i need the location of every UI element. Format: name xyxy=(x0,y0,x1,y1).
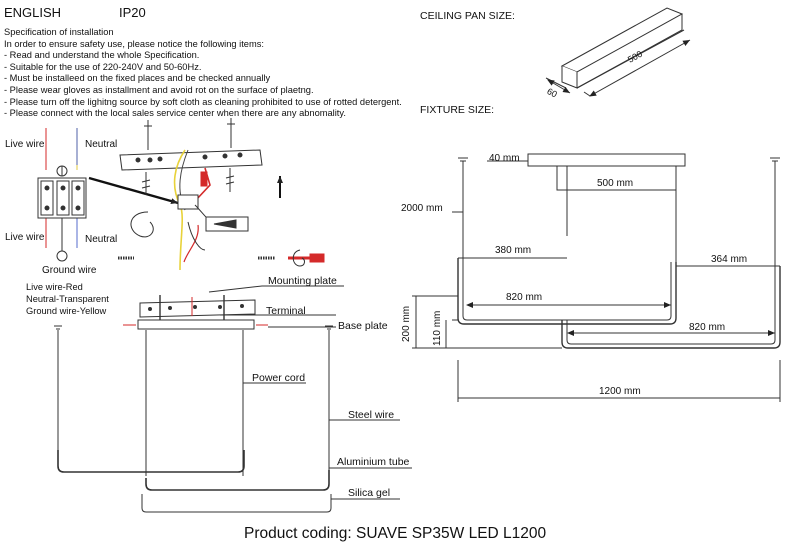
dim-40-label: 40 mm xyxy=(489,153,520,164)
spec-line: In order to ensure safety use, please no… xyxy=(4,38,264,49)
dim-500-label: 500 mm xyxy=(597,178,634,189)
wire-legend-ground: Ground wire-Yellow xyxy=(26,306,107,316)
neutral-label-top: Neutral xyxy=(85,139,118,150)
spec-title: Specification of installation xyxy=(4,27,114,37)
dim-820-lower-label: 820 mm xyxy=(689,322,726,333)
ground-wire-label: Ground wire xyxy=(42,265,97,276)
dim-820-upper-label: 820 mm xyxy=(506,292,543,303)
silica-gel-bracket xyxy=(141,494,332,513)
aluminium-tube-label: Aluminium tube xyxy=(337,456,410,468)
silica-gel-label: Silica gel xyxy=(348,487,391,499)
spec-line: - Read and understand the whole Specific… xyxy=(4,50,200,61)
pointer-arrow xyxy=(88,176,179,205)
pan-length-dim xyxy=(589,39,691,97)
installation-view xyxy=(54,118,412,513)
pan-width-dim xyxy=(547,79,571,94)
dim-364-label: 364 mm xyxy=(711,254,748,265)
fixture-tube-upper xyxy=(457,258,677,325)
fixture-size-title: FIXTURE SIZE: xyxy=(420,104,495,116)
ip-rating-label: IP20 xyxy=(119,5,146,20)
live-wire-label-top: Live wire xyxy=(5,139,45,150)
ceiling-pan-title: CEILING PAN SIZE: xyxy=(420,10,515,22)
dim-110-label: 110 mm xyxy=(432,310,443,346)
base-plate-label: Base plate xyxy=(338,320,388,332)
wiring-diagram xyxy=(37,128,179,262)
fixture-ceiling-plate xyxy=(527,153,686,167)
power-cord-label: Power cord xyxy=(252,372,306,384)
leader-mounting-plate xyxy=(208,285,344,293)
dim-2000-label: 2000 mm xyxy=(401,203,443,214)
neutral-label-bottom: Neutral xyxy=(85,234,118,245)
mounting-plate xyxy=(139,299,256,318)
spec-line: - Please turn off the lighitng source by… xyxy=(4,96,402,107)
dim-200-label: 200 mm xyxy=(401,305,412,342)
hook-left xyxy=(458,157,468,165)
wire-legend-neutral: Neutral-Transparent xyxy=(26,294,109,304)
aluminium-tube-left xyxy=(57,450,245,473)
spec-line: - Suitable for the use of 220-240V and 5… xyxy=(4,61,202,72)
product-coding: Product coding: SUAVE SP35W LED L1200 xyxy=(244,525,547,542)
spec-block: Specification of installation In order t… xyxy=(4,27,402,120)
aluminium-tube-right xyxy=(145,470,330,491)
base-plate xyxy=(137,319,255,330)
wire-legend-live: Live wire-Red xyxy=(26,282,83,292)
fixture-drawing xyxy=(412,153,781,402)
fixture-tube-lower xyxy=(561,266,781,349)
ceiling-pan-drawing xyxy=(545,7,691,97)
hook-right xyxy=(770,157,780,165)
mounting-plate-label: Mounting plate xyxy=(268,275,337,287)
spec-line: - Please wear gloves as installment and … xyxy=(4,84,314,95)
steel-wire-label: Steel wire xyxy=(348,409,395,421)
live-wire-label-bottom: Live wire xyxy=(5,232,45,243)
dim-380-label: 380 mm xyxy=(495,245,532,256)
ground-symbol-bottom xyxy=(56,250,68,262)
dim-1200-label: 1200 mm xyxy=(599,386,641,397)
terminal-label: Terminal xyxy=(266,305,306,317)
language-label: ENGLISH xyxy=(4,5,62,20)
spec-line: - Please connect with the local sales se… xyxy=(4,108,346,119)
spec-line: - Must be installeed on the fixed places… xyxy=(4,73,271,84)
